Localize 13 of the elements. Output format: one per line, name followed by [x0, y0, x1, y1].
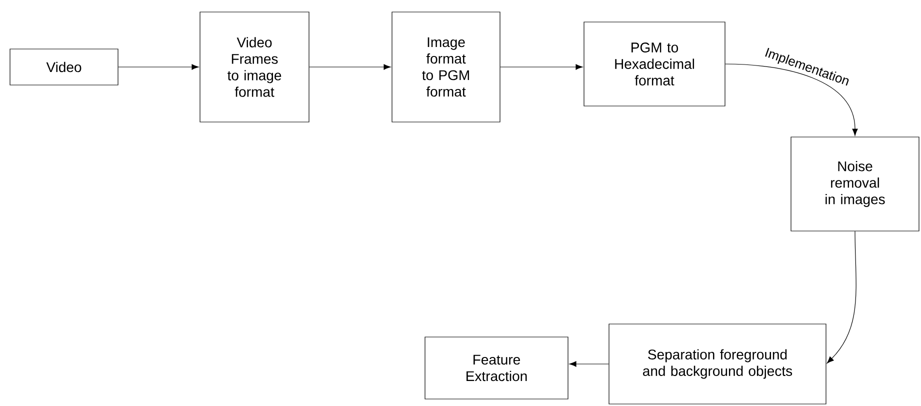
- process-box: Feature Extraction: [424, 336, 568, 400]
- arrow: [309, 64, 391, 70]
- process-box: Video Frames to image format: [200, 12, 310, 122]
- arrow: [826, 231, 856, 364]
- arrow: [118, 64, 199, 70]
- process-box: PGM to Hexadecimal format: [584, 22, 726, 106]
- process-box: Noise removal in images: [790, 136, 920, 232]
- arrow: [725, 64, 858, 136]
- process-box: Video: [10, 48, 118, 86]
- process-box: Image format to PGM format: [392, 12, 500, 122]
- arrow: [500, 64, 583, 70]
- process-box: Separation foreground and background objects: [608, 324, 826, 404]
- arrow: [569, 361, 609, 367]
